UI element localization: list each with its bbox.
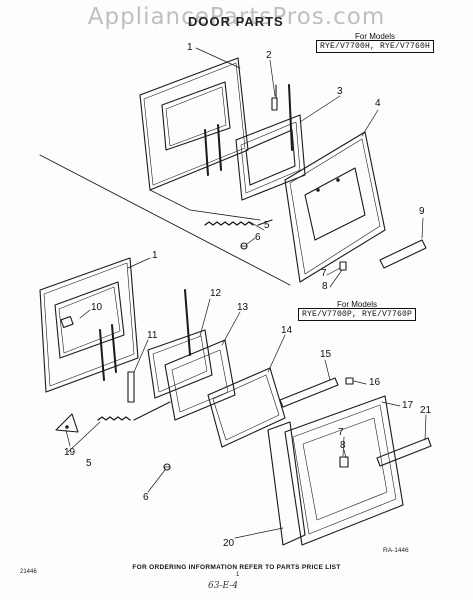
door-rod-bottom (184, 289, 191, 356)
callout-21: 21 (420, 405, 432, 416)
window-glass-bottom (147, 329, 213, 399)
bracket-top (271, 84, 278, 111)
models-list: RYE/V7700H, RYE/V7760H (315, 40, 435, 53)
drawing-code: RA-1446 (383, 547, 409, 554)
callout-17: 17 (402, 400, 414, 411)
callout-11: 11 (147, 330, 158, 341)
hinge-springs-top (204, 219, 273, 226)
callout-8-bottom: 8 (340, 440, 346, 451)
inner-panel-bottom (267, 421, 306, 546)
inner-door-liner-top (139, 57, 261, 221)
callout-16: 16 (369, 377, 381, 388)
models-for-label: For Models (336, 300, 377, 309)
clip-bottom (345, 377, 354, 385)
handle-bracket-bottom (339, 456, 349, 468)
models-label-top: For Models RYE/V7700H, RYE/V7760H (300, 32, 450, 53)
callout-14: 14 (281, 325, 293, 336)
callout-7-top: 7 (321, 268, 327, 279)
inner-door-liner-bottom (39, 257, 139, 393)
callout-6-top: 6 (255, 232, 261, 243)
callout-leaders-top (195, 47, 424, 288)
callout-5-bottom-label: 5 (86, 458, 92, 469)
callout-9: 9 (419, 206, 425, 217)
callout-1-bottom: 1 (152, 250, 158, 261)
glass-pack-top (235, 114, 306, 201)
part-list-code: 21446 (20, 569, 37, 575)
door-rod-top (288, 84, 293, 151)
door-handle-top (379, 239, 427, 269)
callout-20: 20 (223, 538, 235, 549)
screw-top (240, 242, 248, 250)
callout-5-top: 5 (264, 220, 270, 231)
trim-strip-bottom (279, 377, 339, 408)
callout-1-top: 1 (187, 42, 193, 53)
callout-8-top: 8 (322, 281, 328, 292)
callout-7-bottom: 7 (338, 427, 344, 438)
screw-bottom (163, 463, 171, 471)
diagram-title: DOOR PARTS (188, 14, 284, 29)
hinge-plate (55, 413, 79, 433)
models-label-bottom: For Models RYE/V7700P, RYE/V7760P (282, 300, 432, 321)
callout-leaders-bottom (65, 257, 427, 539)
outer-door-panel-top (284, 131, 386, 283)
hinge-springs-bottom (97, 401, 171, 421)
callout-3: 3 (337, 86, 343, 97)
callout-12: 12 (210, 288, 222, 299)
door-gasket-bottom (207, 367, 286, 448)
outer-door-panel-bottom (284, 395, 404, 546)
models-list: RYE/V7700P, RYE/V7760P (297, 308, 417, 321)
page-number: 1 (236, 572, 240, 578)
callout-4: 4 (375, 98, 381, 109)
callout-10: 10 (91, 302, 103, 313)
separator-line (39, 154, 291, 286)
watermark: AppliancePartsPros.com (87, 4, 386, 30)
models-for-label: For Models (354, 32, 395, 41)
ordering-note: FOR ORDERING INFORMATION REFER TO PARTS … (132, 564, 341, 571)
callout-15: 15 (320, 349, 332, 360)
handwritten-note: 63-E-4 (208, 581, 238, 591)
callout-19: 19 (64, 447, 76, 458)
callout-13: 13 (237, 302, 249, 313)
door-bracket-bottom (127, 371, 135, 403)
door-handle-bottom (376, 437, 432, 467)
handle-bracket-top (339, 261, 347, 271)
callout-6-bottom: 6 (143, 492, 149, 503)
callout-2: 2 (266, 50, 272, 61)
